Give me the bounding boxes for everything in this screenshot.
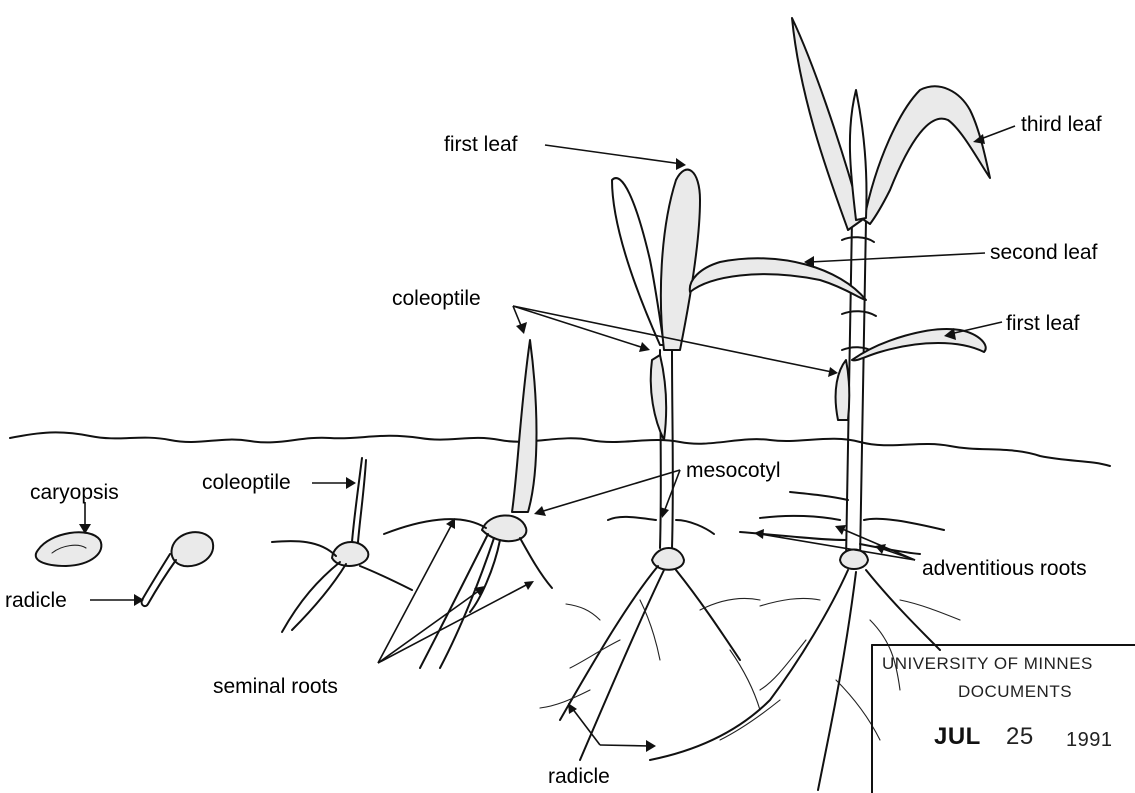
label-seminal-roots: seminal roots [213,676,338,697]
label-first-leaf-right: first leaf [1006,313,1080,334]
stamp-date-year: 1991 [1066,730,1113,750]
label-coleoptile-top: coleoptile [392,288,481,309]
label-radicle-left: radicle [5,590,67,611]
germinating-seed [142,532,214,606]
seedling-stage-4 [384,340,552,668]
stamp-date-month: JUL [934,725,981,749]
label-radicle-bottom: radicle [548,766,610,787]
label-adventitious-roots: adventitious roots [922,558,1087,579]
caryopsis-seed [36,532,102,566]
soil-surface-line [10,432,1110,466]
label-mesocotyl: mesocotyl [686,460,781,481]
stamp-university: UNIVERSITY OF MINNES [882,655,1093,672]
stamp-documents: DOCUMENTS [958,683,1072,700]
label-second-leaf: second leaf [990,242,1097,263]
label-caryopsis: caryopsis [30,482,119,503]
label-third-leaf: third leaf [1021,114,1102,135]
label-first-leaf-top: first leaf [444,134,518,155]
stamp-date-day: 25 [1006,725,1034,749]
label-coleoptile-left: coleoptile [202,472,291,493]
seedling-stage-6 [650,18,990,790]
seedling-stage-3 [272,458,412,632]
